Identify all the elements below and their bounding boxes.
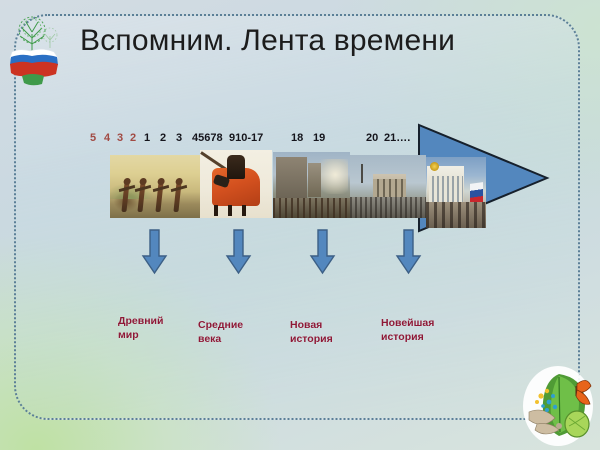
timeline-number-21: 21…. xyxy=(384,132,411,144)
down-arrow-modern xyxy=(309,229,336,275)
timeline-number-2bc: 2 xyxy=(130,132,137,144)
page-title: Вспомним. Лента времени xyxy=(80,24,456,57)
timeline-number-19: 19 xyxy=(313,132,326,144)
era-label-modern: Новая история xyxy=(290,319,333,345)
era-label-contemporary: Новейшая история xyxy=(381,317,435,343)
era-label-ancient: Древний мир xyxy=(118,315,164,341)
down-arrow-ancient xyxy=(141,229,168,275)
timeline-number-3: 3 xyxy=(176,132,183,144)
down-arrow-contemporary xyxy=(395,229,422,275)
medieval-knight-image xyxy=(200,150,272,218)
russian-white-house-image xyxy=(426,157,486,228)
timeline-number-5bc: 5 xyxy=(90,132,97,144)
tree-with-russian-flag-emblem xyxy=(9,16,59,86)
brandenburg-gate-berlin-wall-image xyxy=(350,155,426,218)
nature-collage-decoration xyxy=(523,366,593,446)
timeline-number-910-17: 910-17 xyxy=(229,132,264,144)
ancient-people-image xyxy=(110,155,200,218)
timeline-number-1: 1 xyxy=(144,132,151,144)
timeline-number-2: 2 xyxy=(160,132,167,144)
down-arrow-medieval xyxy=(225,229,252,275)
timeline-number-3bc: 3 xyxy=(117,132,124,144)
era-label-medieval: Средние века xyxy=(198,319,244,345)
storming-of-bastille-image xyxy=(273,152,350,218)
timeline-number-20: 20 xyxy=(366,132,379,144)
timeline-number-4bc: 4 xyxy=(104,132,111,144)
timeline-number-45678: 45678 xyxy=(192,132,223,144)
timeline-number-18: 18 xyxy=(291,132,304,144)
